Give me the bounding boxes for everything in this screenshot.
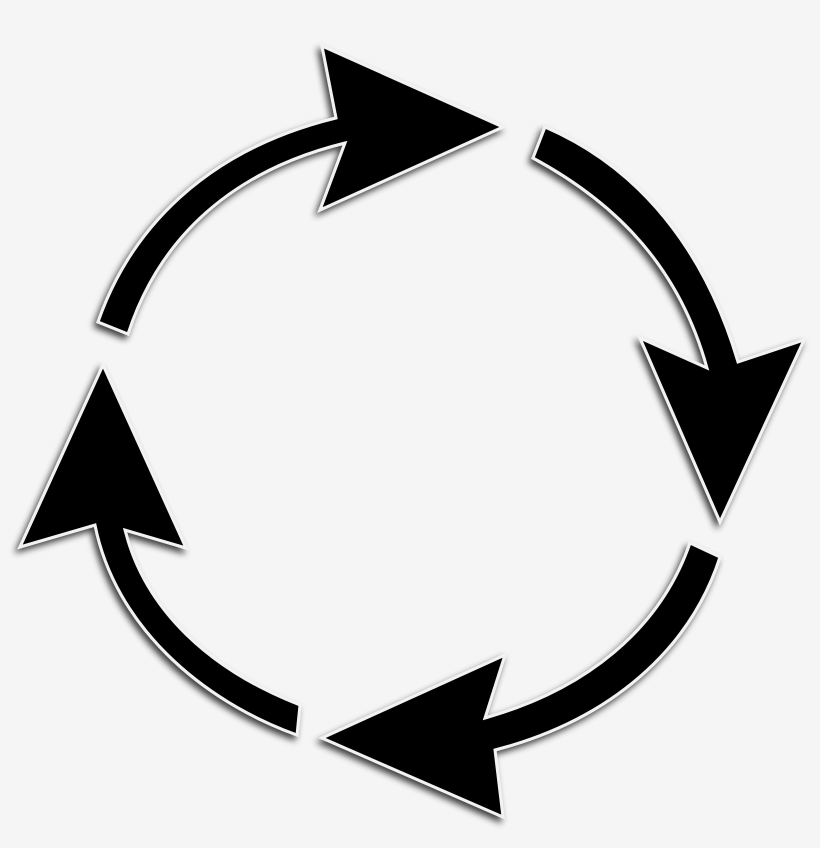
arrow-right-down-icon: [531, 125, 807, 526]
arrow-top-right-icon: [96, 43, 507, 336]
arrow-left-up-icon: [17, 361, 302, 738]
arrow-bottom-left-icon: [318, 540, 722, 820]
